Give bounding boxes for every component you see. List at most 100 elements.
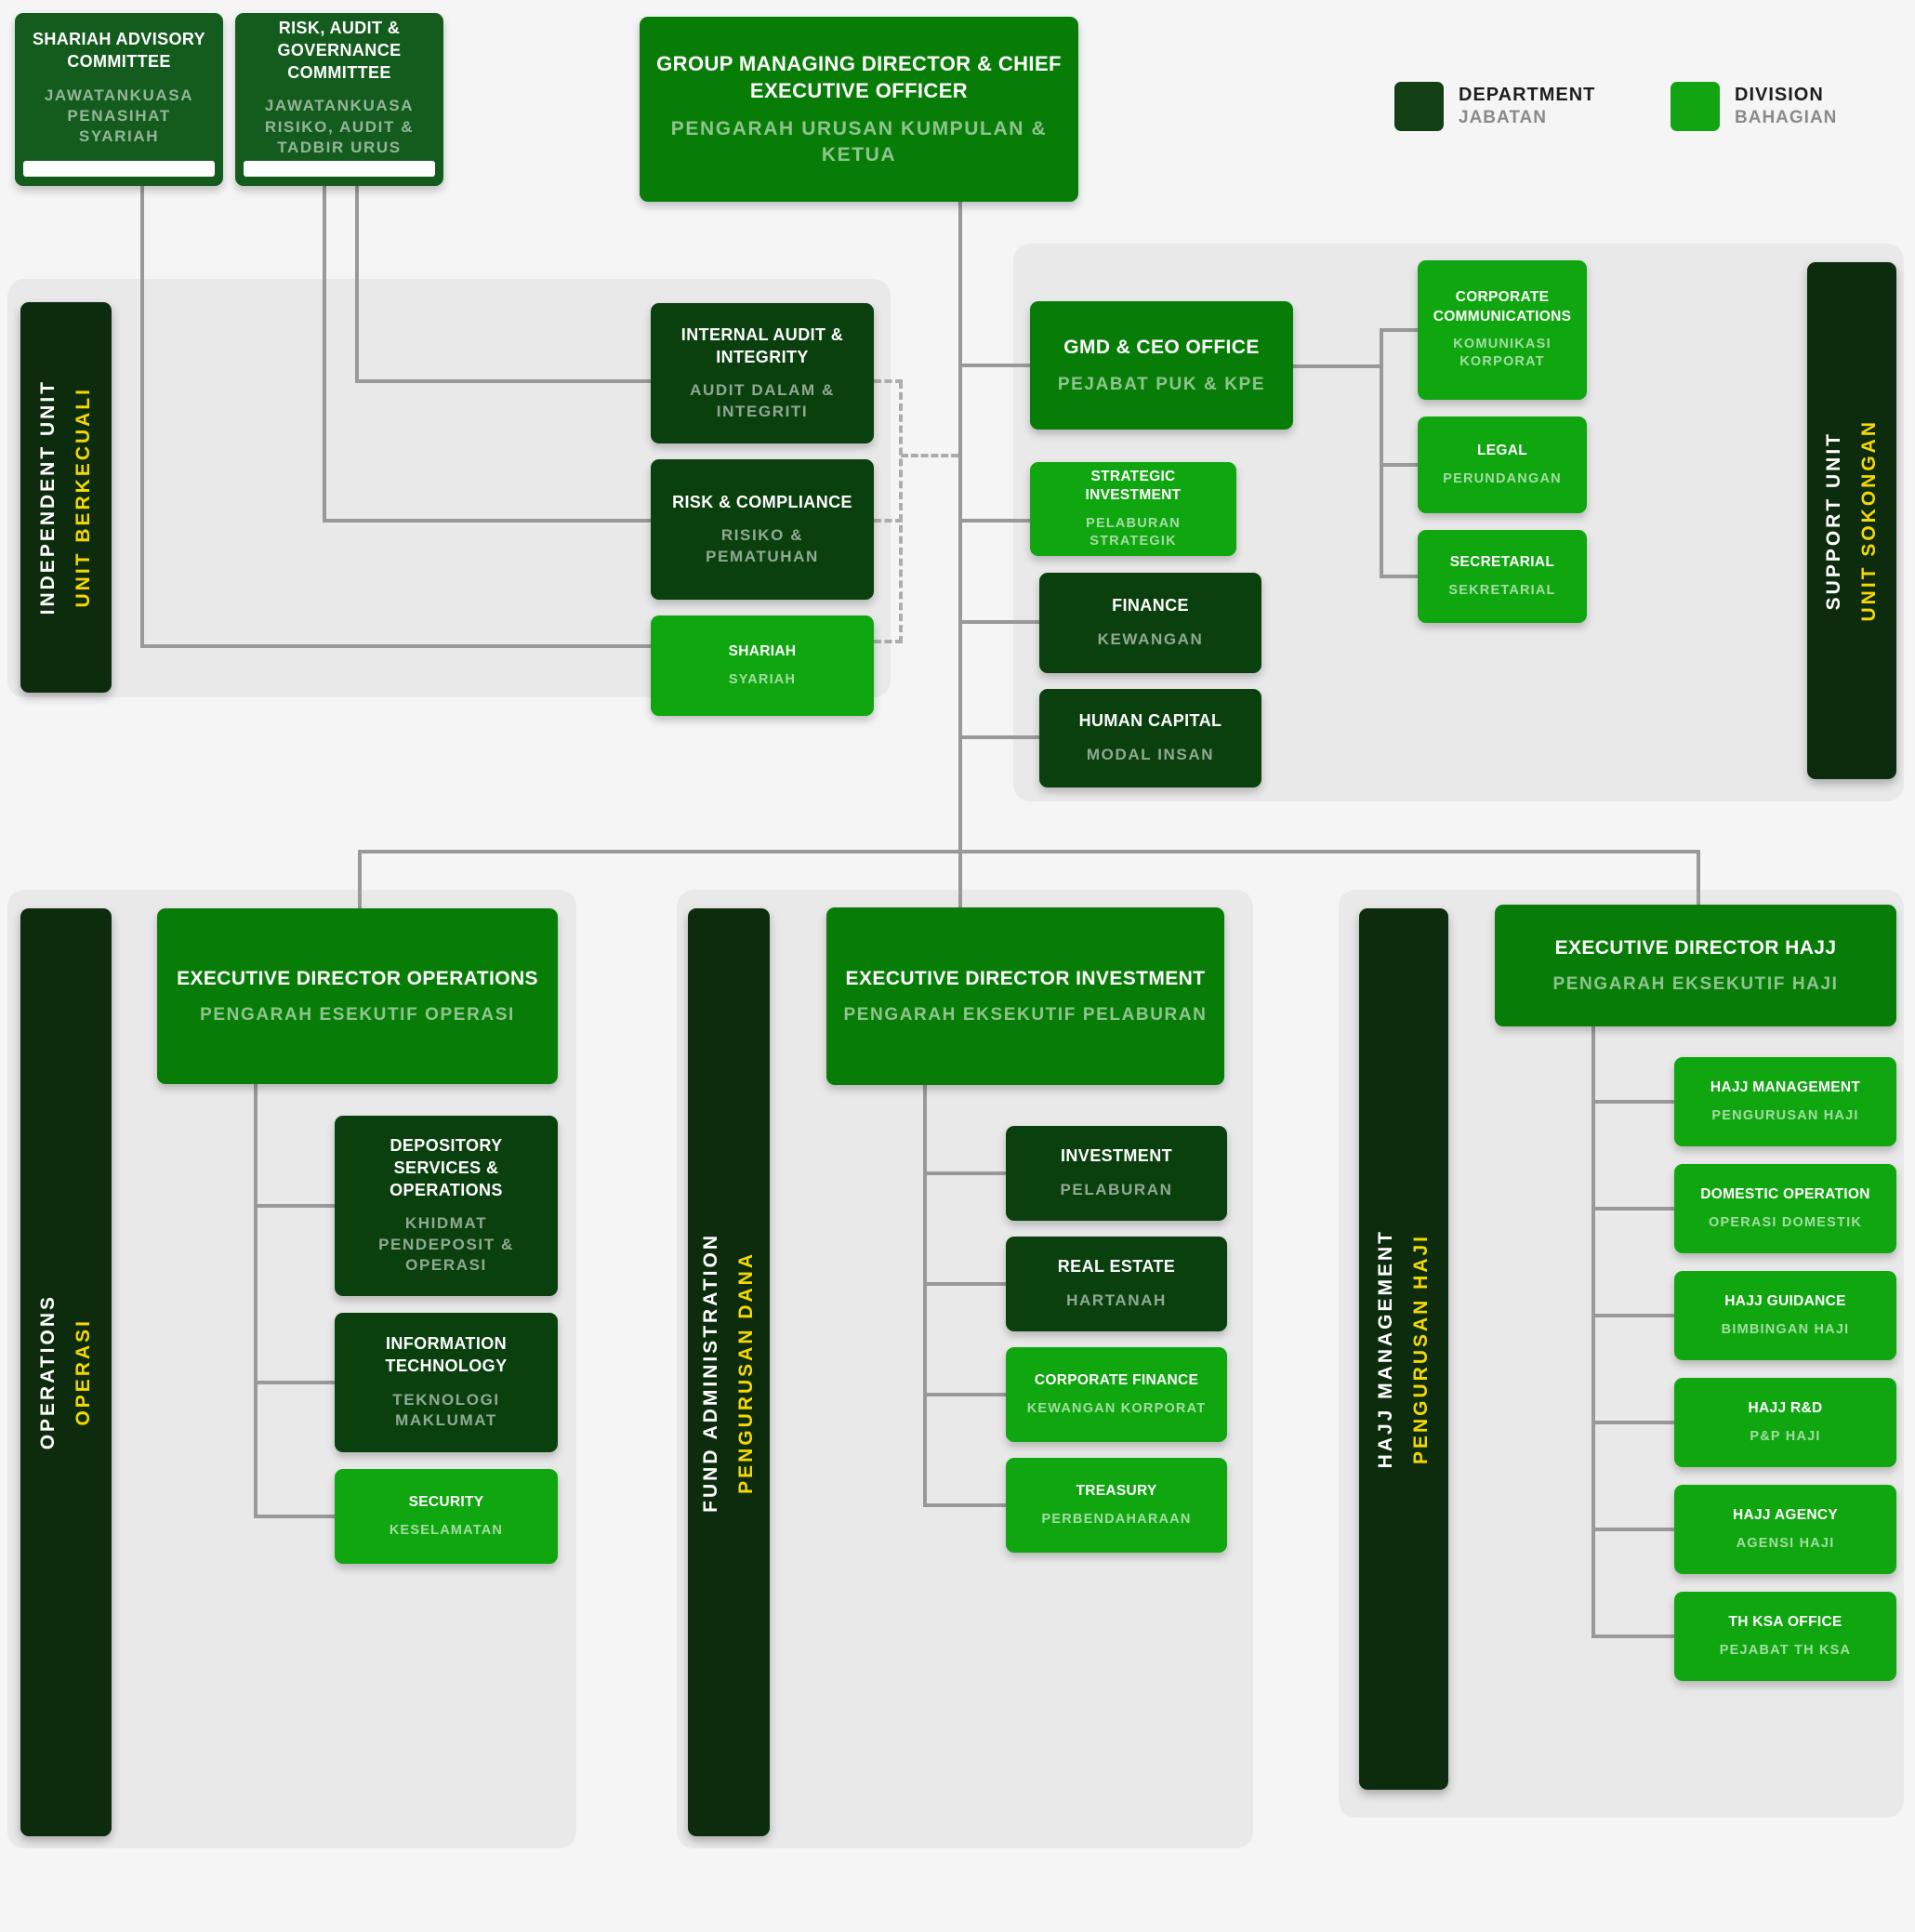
connector-segment xyxy=(1380,328,1418,332)
connector-segment xyxy=(254,1381,335,1384)
bar-fund-administration: FUND ADMINISTRATION PENGURUSAN DANA xyxy=(688,908,770,1836)
connector-dashed xyxy=(901,454,958,457)
connector-segment xyxy=(1591,1421,1674,1424)
node-title: HAJJ AGENCY xyxy=(1733,1507,1838,1524)
legend-division-label: DIVISION xyxy=(1735,85,1824,106)
legend-department-sublabel: JABATAN xyxy=(1459,108,1547,128)
node-subtitle: MODAL INSAN xyxy=(1086,746,1215,764)
connector-segment xyxy=(1380,463,1418,467)
node-gmd-ceo-office: GMD & CEO OFFICE PEJABAT PUK & KPE xyxy=(1030,301,1293,430)
node-title: INTERNAL AUDIT & INTEGRITY xyxy=(680,324,844,366)
node-corporate-finance: CORPORATE FINANCE KEWANGAN KORPORAT xyxy=(1006,1347,1227,1442)
connector-segment xyxy=(1293,364,1380,368)
connector-segment xyxy=(355,379,651,383)
node-subtitle: PERBENDAHARAAN xyxy=(1041,1511,1192,1527)
connector-dashed xyxy=(874,640,903,643)
node-subtitle: KEWANGAN KORPORAT xyxy=(1026,1400,1207,1416)
node-title: HUMAN CAPITAL xyxy=(1078,711,1222,731)
bar-support-unit: SUPPORT UNIT UNIT SOKONGAN xyxy=(1807,262,1896,779)
connector-segment xyxy=(923,1393,1006,1396)
node-title: DOMESTIC OPERATION xyxy=(1700,1186,1870,1203)
node-title: SECRETARIAL xyxy=(1449,554,1555,571)
node-corporate-communications: CORPORATE COMMUNICATIONS KOMUNIKASI KORP… xyxy=(1418,260,1587,400)
node-subtitle: OPERASI DOMESTIK xyxy=(1708,1214,1863,1230)
node-finance: FINANCE KEWANGAN xyxy=(1039,573,1261,673)
node-subtitle: PENGARAH EKSEKUTIF PELABURAN xyxy=(843,1005,1208,1026)
node-human-capital: HUMAN CAPITAL MODAL INSAN xyxy=(1039,689,1261,787)
node-title: STRATEGIC INVESTMENT xyxy=(1085,468,1182,504)
node-title: INFORMATION TECHNOLOGY xyxy=(385,1334,508,1376)
node-information-technology: INFORMATION TECHNOLOGY TEKNOLOGI MAKLUMA… xyxy=(335,1313,558,1452)
node-title: DEPOSITORY SERVICES & OPERATIONS xyxy=(390,1136,503,1199)
connector-segment xyxy=(1591,1528,1674,1531)
node-hajj-rnd: HAJJ R&D P&P HAJI xyxy=(1674,1378,1896,1467)
node-executive-director-operations: EXECUTIVE DIRECTOR OPERATIONS PENGARAH E… xyxy=(157,908,558,1084)
node-title: FINANCE xyxy=(1112,596,1189,615)
bar-label-en: OPERATIONS xyxy=(37,1294,59,1450)
node-subtitle: SEKRETARIAL xyxy=(1448,582,1556,598)
node-title: INVESTMENT xyxy=(1060,1146,1172,1166)
bar-label-my: PENGURUSAN DANA xyxy=(735,1251,757,1494)
node-subtitle: PENGARAH EKSEKUTIF HAJI xyxy=(1552,974,1839,995)
node-internal-audit-integrity: INTERNAL AUDIT & INTEGRITY AUDIT DALAM &… xyxy=(651,303,874,443)
node-title: HAJJ GUIDANCE xyxy=(1724,1293,1846,1310)
node-executive-director-hajj: EXECUTIVE DIRECTOR HAJJ PENGARAH EKSEKUT… xyxy=(1495,905,1896,1026)
node-title: CORPORATE FINANCE xyxy=(1034,1372,1199,1389)
legend-division: DIVISION BAHAGIAN xyxy=(1671,82,1837,131)
node-treasury: TREASURY PERBENDAHARAAN xyxy=(1006,1458,1227,1553)
node-subtitle: TEKNOLOGI MAKLUMAT xyxy=(392,1390,500,1430)
connector-segment xyxy=(254,1515,335,1518)
bar-label-my: OPERASI xyxy=(73,1318,94,1426)
bar-label-en: SUPPORT UNIT xyxy=(1823,430,1844,611)
connector-segment xyxy=(1697,850,1700,906)
node-title: GMD & CEO OFFICE xyxy=(1063,337,1260,359)
connector-segment xyxy=(323,186,326,523)
connector-segment xyxy=(1591,1026,1595,1638)
connector-segment xyxy=(355,186,359,383)
connector-dashed xyxy=(874,519,903,523)
committee-strip xyxy=(23,161,215,177)
connector-segment xyxy=(1591,1634,1674,1638)
node-subtitle: JAWATANKUASA PENASIHAT SYARIAH xyxy=(44,86,194,146)
connector-distributor xyxy=(358,850,1697,854)
node-secretarial: SECRETARIAL SEKRETARIAL xyxy=(1418,530,1587,623)
node-subtitle: RISIKO & PEMATUHAN xyxy=(706,526,819,565)
node-strategic-investment: STRATEGIC INVESTMENT PELABURAN STRATEGIK xyxy=(1030,462,1236,556)
node-title: RISK & COMPLIANCE xyxy=(672,492,852,511)
node-title: LEGAL xyxy=(1476,443,1528,459)
connector-segment xyxy=(1591,1314,1674,1317)
connector-segment xyxy=(358,850,362,910)
bar-label-my: PENGURUSAN HAJI xyxy=(1410,1233,1432,1465)
connector-trunk xyxy=(958,202,962,909)
node-real-estate: REAL ESTATE HARTANAH xyxy=(1006,1237,1227,1331)
connector-dashed xyxy=(899,381,903,643)
node-subtitle: KOMUNIKASI KORPORAT xyxy=(1453,337,1552,370)
connector-dashed xyxy=(874,379,903,383)
node-executive-director-investment: EXECUTIVE DIRECTOR INVESTMENT PENGARAH E… xyxy=(826,907,1224,1085)
node-subtitle: SYARIAH xyxy=(728,671,797,687)
node-subtitle: AUDIT DALAM & INTEGRITI xyxy=(690,381,835,420)
connector-segment xyxy=(923,1282,1006,1286)
bar-operations: OPERATIONS OPERASI xyxy=(20,908,112,1836)
node-title: CORPORATE COMMUNICATIONS xyxy=(1433,289,1572,324)
node-title: SHARIAH xyxy=(728,643,797,660)
node-hajj-agency: HAJJ AGENCY AGENSI HAJI xyxy=(1674,1485,1896,1574)
node-subtitle: KESELAMATAN xyxy=(389,1522,504,1538)
node-domestic-operation: DOMESTIC OPERATION OPERASI DOMESTIK xyxy=(1674,1164,1896,1253)
node-subtitle: PELABURAN STRATEGIK xyxy=(1086,515,1181,549)
node-title: HAJJ R&D xyxy=(1748,1400,1823,1417)
node-risk-compliance: RISK & COMPLIANCE RISIKO & PEMATUHAN xyxy=(651,459,874,600)
node-title: HAJJ MANAGEMENT xyxy=(1710,1079,1861,1096)
node-subtitle: PEJABAT TH KSA xyxy=(1719,1642,1852,1658)
node-subtitle: P&P HAJI xyxy=(1750,1428,1821,1444)
node-gmd-ceo: GROUP MANAGING DIRECTOR & CHIEF EXECUTIV… xyxy=(640,17,1078,202)
bar-label-en: INDEPENDENT UNIT xyxy=(37,379,59,615)
node-th-ksa-office: TH KSA OFFICE PEJABAT TH KSA xyxy=(1674,1592,1896,1681)
node-subtitle: KHIDMAT PENDEPOSIT & OPERASI xyxy=(378,1214,514,1275)
node-subtitle: KEWANGAN xyxy=(1097,630,1204,649)
legend-department-label: DEPARTMENT xyxy=(1459,85,1596,106)
node-title: GROUP MANAGING DIRECTOR & CHIEF EXECUTIV… xyxy=(656,52,1062,103)
bar-independent-unit: INDEPENDENT UNIT UNIT BERKECUALI xyxy=(20,302,112,693)
node-subtitle: PERUNDANGAN xyxy=(1443,470,1562,486)
node-depository-services-operations: DEPOSITORY SERVICES & OPERATIONS KHIDMAT… xyxy=(335,1116,558,1296)
